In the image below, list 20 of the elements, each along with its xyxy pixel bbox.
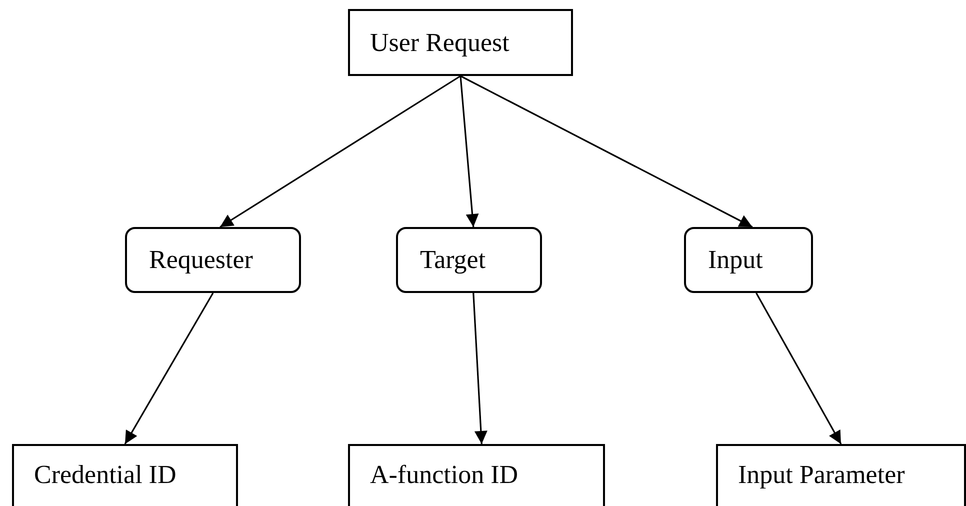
node-label: Input Parameter: [738, 460, 905, 490]
process-box: [348, 444, 605, 506]
arrow: [472, 292, 488, 444]
rounded-box: [125, 227, 301, 293]
node-label: Requester: [149, 245, 253, 275]
rounded-box: [396, 227, 542, 293]
arrow: [124, 292, 214, 444]
node-label: User Request: [370, 28, 510, 58]
arrow: [460, 76, 479, 228]
arrow: [220, 75, 461, 228]
arrow: [756, 292, 842, 444]
rounded-box: [684, 227, 813, 293]
node-label: Target: [420, 245, 486, 275]
process-box: [12, 444, 238, 506]
node-label: Credential ID: [34, 460, 176, 490]
process-box: [716, 444, 966, 506]
node-label: A-function ID: [370, 460, 518, 490]
node-label: Input: [708, 245, 763, 275]
process-box: [348, 9, 573, 76]
arrow: [460, 75, 753, 228]
